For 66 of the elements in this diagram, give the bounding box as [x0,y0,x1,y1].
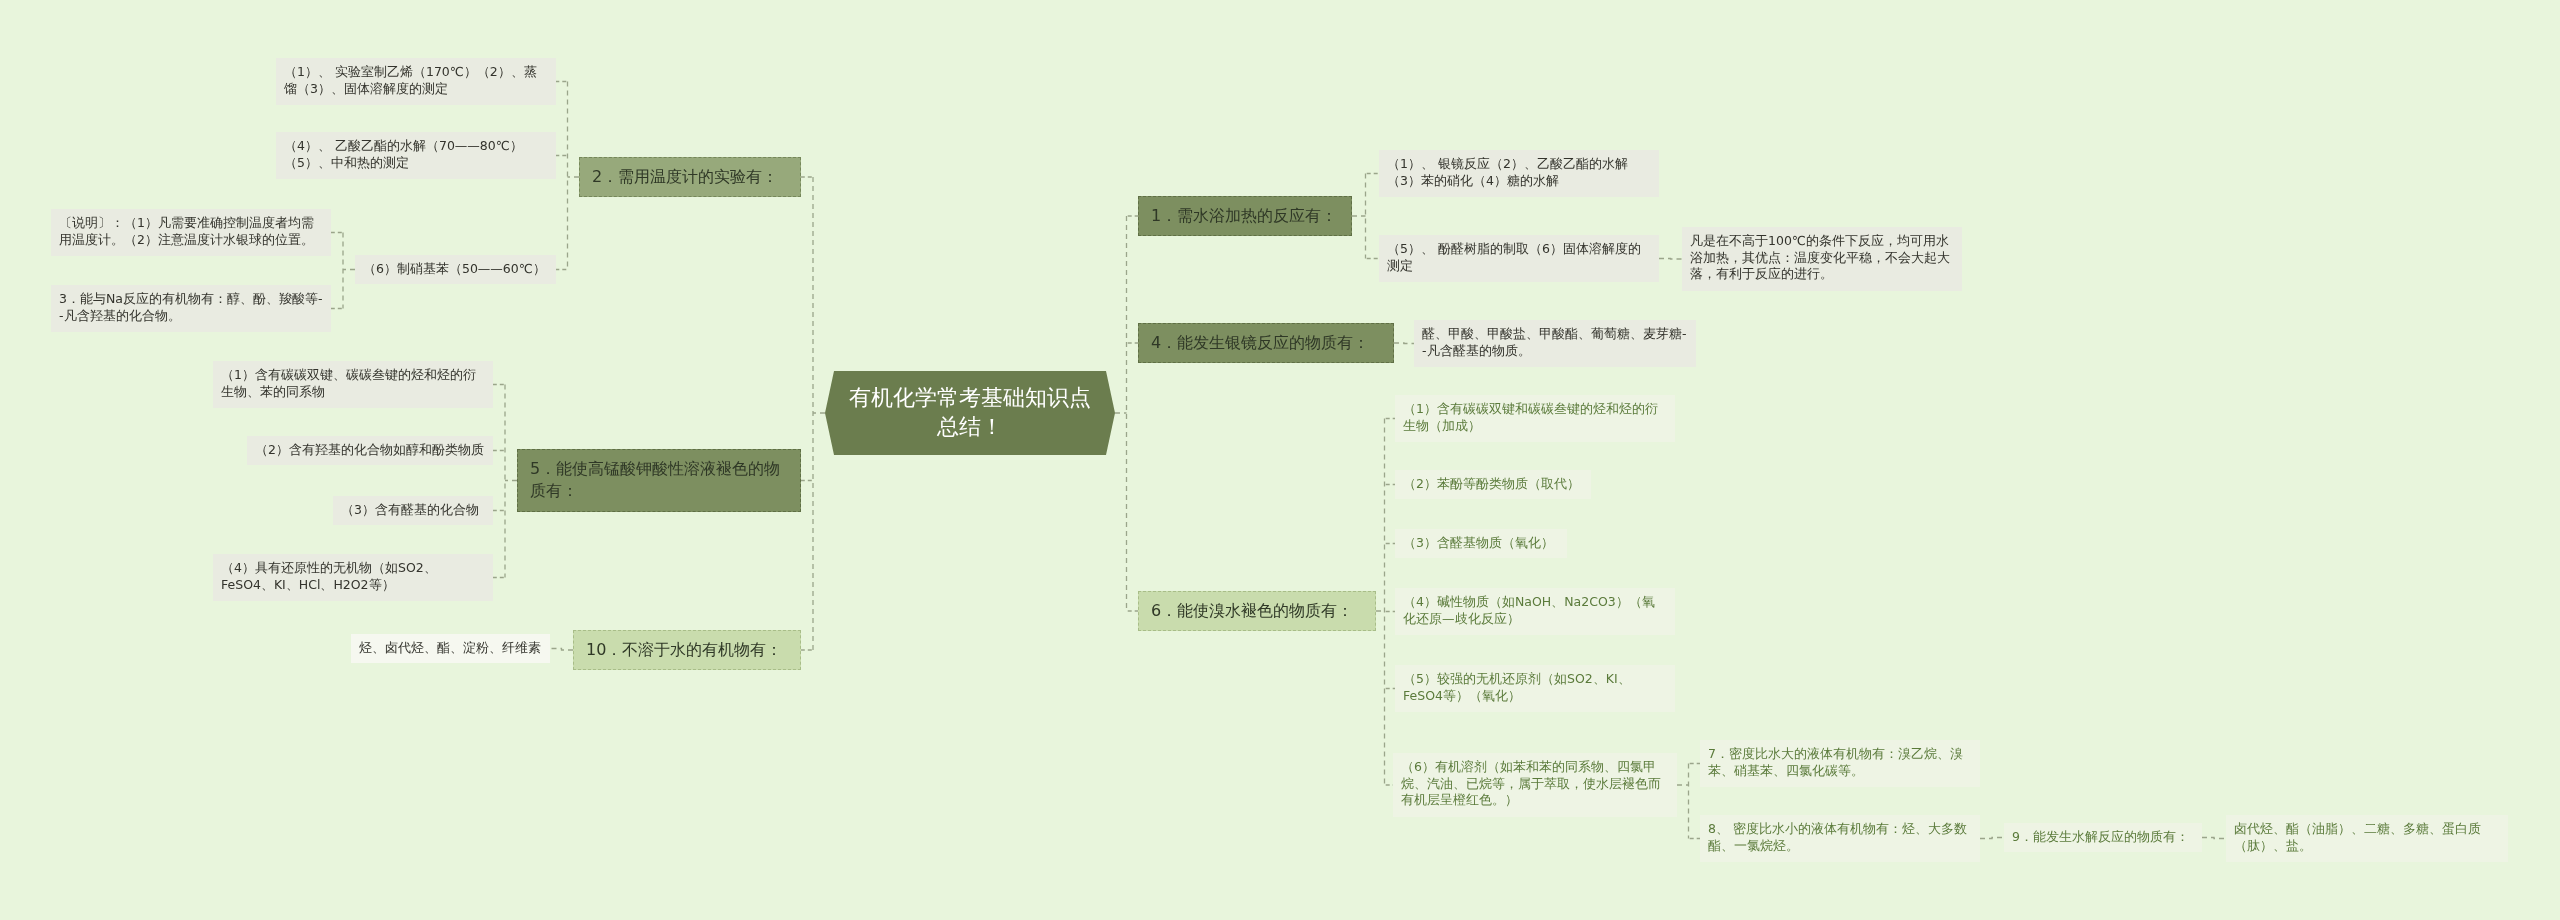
branch-topic: 6．能使溴水褪色的物质有： [1138,591,1376,631]
subtopic-note: 〔说明〕：（1）凡需要准确控制温度者均需用温度计。（2）注意温度计水银球的位置。 [51,209,331,256]
subtopic-note: （6）制硝基苯（50——60℃） [355,255,556,284]
branch-topic: 4．能发生银镜反应的物质有： [1138,323,1394,363]
subtopic-note: 凡是在不高于100℃的条件下反应，均可用水浴加热，其优点：温度变化平稳，不会大起大落，有利于反应的进行。 [1682,227,1962,291]
connector-line [1385,483,1396,486]
subtopic-note: 3．能与Na反应的有机物有：醇、酚、羧酸等--凡含羟基的化合物。 [51,285,331,332]
subtopic-note: （6）有机溶剂（如苯和苯的同系物、四氯甲烷、汽油、已烷等，属于萃取，使水层褪色而有机层呈橙红色。） [1393,753,1677,817]
subtopic-note: （2）含有羟基的化合物如醇和酚类物质 [247,436,493,465]
connector-line [1127,215,1139,217]
connector-line [1385,610,1396,613]
connector-line [1689,837,1701,840]
central-topic: 有机化学常考基础知识点总结！ [825,371,1115,455]
subtopic-note: 8、 密度比水小的液体有机物有：烃、大多数酯、一氯烷烃。 [1700,815,1980,862]
connector-line [2201,836,2227,840]
connector-line [800,479,813,482]
connector-line [492,383,505,386]
connector-line [555,268,567,271]
connector-line [492,509,505,512]
connector-line [800,176,813,178]
connector-line [1127,610,1139,612]
connector-line [492,449,505,452]
subtopic-note: （2）苯酚等酚类物质（取代） [1395,470,1591,499]
connector-line [1689,762,1701,765]
branch-topic: 10．不溶于水的有机物有： [573,630,801,670]
subtopic-note: 卤代烃、酯（油脂）、二糖、多糖、蛋白质（肽）、盐。 [2226,815,2508,862]
subtopic-note: （4）碱性物质（如NaOH、Na2CO3）（氧化还原—歧化反应） [1395,588,1675,635]
branch-topic: 1．需水浴加热的反应有： [1138,196,1352,236]
subtopic-note: 烃、卤代烃、酯、淀粉、纤维素 [351,634,550,663]
connector-line [1385,687,1396,690]
subtopic-note: （5）较强的无机还原剂（如SO2、KI、FeSO4等）（氧化） [1395,665,1675,712]
connector-line [504,383,518,579]
subtopic-note: 醛、甲酸、甲酸盐、甲酸酯、葡萄糖、麦芽糖--凡含醛基的物质。 [1414,320,1696,367]
connector-line [330,231,343,234]
connector-line [1676,762,1690,840]
connector-line [330,307,343,310]
subtopic-note: （4）具有还原性的无机物（如SO2、FeSO4、KI、HCl、H2O2等） [213,554,493,601]
connector-line [1385,417,1396,420]
connector-line [800,649,813,651]
connector-line [342,231,356,310]
subtopic-note: （3）含醛基物质（氧化） [1395,529,1567,558]
connector-line [1366,172,1380,175]
connector-line [1393,342,1415,345]
connector-line [549,647,574,651]
connector-line [1375,417,1386,786]
subtopic-note: （1）含有碳碳双键、碳碳叁键的烃和烃的衍生物、苯的同系物 [213,361,493,408]
subtopic-note: （4）、 乙酸乙酯的水解（70——80℃）（5）、中和热的测定 [276,132,556,179]
branch-topic: 5．能使高锰酸钾酸性溶液褪色的物质有： [517,449,801,512]
subtopic-note: 9．能发生水解反应的物质有： [2004,823,2202,852]
connector-line [1366,257,1380,260]
connector-line [492,576,505,579]
connector-line [812,176,826,651]
subtopic-note: （1）含有碳碳双键和碳碳叁键的烃和烃的衍生物（加成） [1395,395,1675,442]
branch-topic: 2．需用温度计的实验有： [579,157,801,197]
subtopic-note: （1）、 实验室制乙烯（170℃）（2）、蒸馏（3）、固体溶解度的测定 [276,58,556,105]
connector-line [1351,172,1367,260]
connector-line [1658,257,1683,260]
connector-line [1979,836,2005,840]
connector-line [1385,542,1396,545]
subtopic-note: （3）含有醛基的化合物 [333,496,493,525]
subtopic-note: 7．密度比水大的液体有机物有：溴乙烷、溴苯、硝基苯、四氯化碳等。 [1700,740,1980,787]
subtopic-note: （1）、 银镜反应（2）、乙酸乙酯的水解（3）苯的硝化（4）糖的水解 [1379,150,1659,197]
connector-line [1127,342,1139,344]
subtopic-note: （5）、 酚醛树脂的制取（6）固体溶解度的测定 [1379,235,1659,282]
connector-line [555,154,567,157]
connector-line [555,80,567,83]
